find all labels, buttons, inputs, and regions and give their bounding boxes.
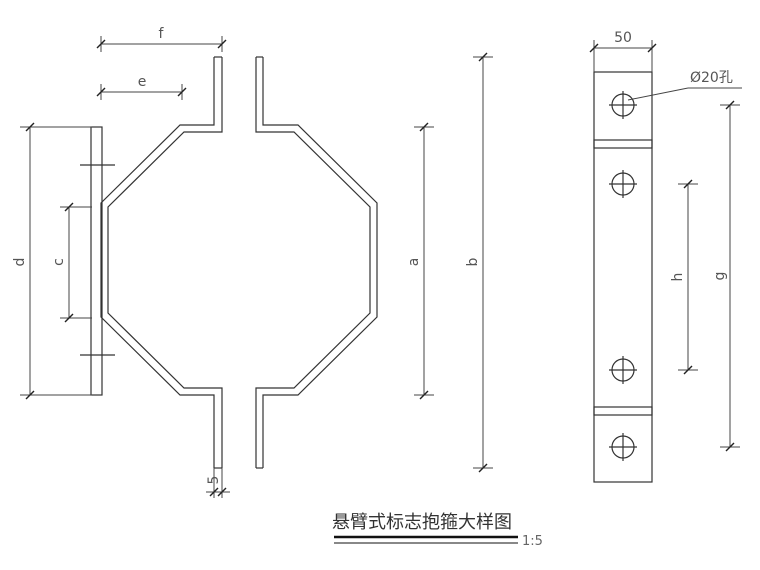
hole-callout: Ø20孔: [627, 70, 742, 101]
dimension-e: e: [96, 74, 187, 100]
dimension-plate-width: 50: [589, 30, 657, 72]
dimension-c: c: [51, 202, 92, 323]
side-plate: [80, 126, 115, 396]
right-clamp-half: [255, 56, 378, 469]
front-plate-view: [593, 71, 653, 483]
dimension-label-thickness: 5: [206, 476, 222, 485]
dimension-f: f: [96, 26, 227, 52]
left-clamp-half: [100, 56, 223, 469]
hole-callout-label: Ø20孔: [690, 70, 733, 86]
bolt-hole-3: [609, 356, 637, 384]
dimension-label-c: c: [51, 258, 67, 266]
dimension-a: a: [406, 122, 434, 400]
dimension-label-f: f: [159, 26, 165, 42]
dimension-label-e: e: [138, 74, 147, 90]
dimension-d: d: [12, 122, 92, 400]
dimension-label-d: d: [12, 258, 28, 267]
dimension-thickness: 5: [206, 468, 230, 498]
dimension-label-g: g: [712, 272, 728, 281]
dimension-g: g: [712, 100, 740, 452]
dimension-label-h: h: [670, 273, 686, 282]
dimension-label-a: a: [406, 258, 422, 267]
bolt-hole-1: [609, 91, 637, 119]
bolt-hole-4: [609, 433, 637, 461]
dimension-b: b: [465, 52, 493, 473]
dimension-h: h: [670, 179, 698, 375]
dimension-label-plate-width: 50: [614, 30, 632, 46]
drawing-title: 悬臂式标志抱箍大样图: [332, 512, 512, 533]
dimension-label-b: b: [465, 257, 481, 266]
drawing-scale: 1:5: [522, 534, 543, 549]
bolt-hole-2: [609, 170, 637, 198]
title-block: 悬臂式标志抱箍大样图 1:5: [332, 512, 543, 549]
